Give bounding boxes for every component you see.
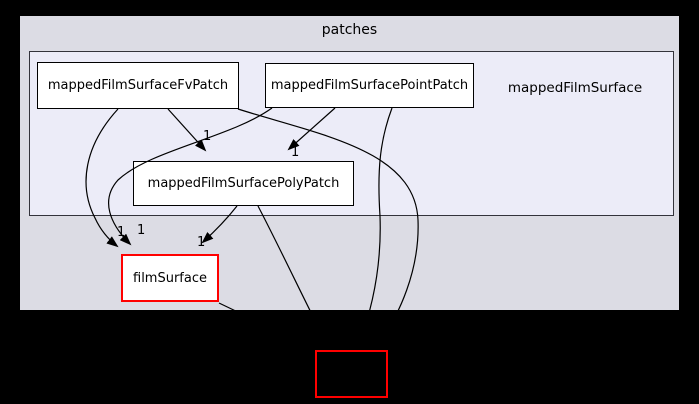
node-mapped-film-surface-poly-patch[interactable]: mappedFilmSurfacePolyPatch: [133, 161, 354, 206]
node-film-surface[interactable]: filmSurface: [121, 254, 219, 302]
edge-count-label[interactable]: 1: [203, 129, 212, 144]
cluster-mapped-film-surface-label[interactable]: mappedFilmSurface: [507, 80, 643, 96]
edge-count-label[interactable]: 1: [291, 145, 300, 160]
node-mapped-film-surface-fv-patch[interactable]: mappedFilmSurfaceFvPatch: [37, 62, 239, 109]
node-mapped-film-surface-point-patch[interactable]: mappedFilmSurfacePointPatch: [265, 63, 474, 108]
edge-count-label[interactable]: 1: [197, 235, 206, 250]
edge-count-label[interactable]: 1: [117, 225, 126, 240]
node-offscreen-target[interactable]: [315, 350, 388, 398]
cluster-patches-label[interactable]: patches: [321, 22, 378, 38]
edge-count-label[interactable]: 1: [137, 223, 146, 238]
